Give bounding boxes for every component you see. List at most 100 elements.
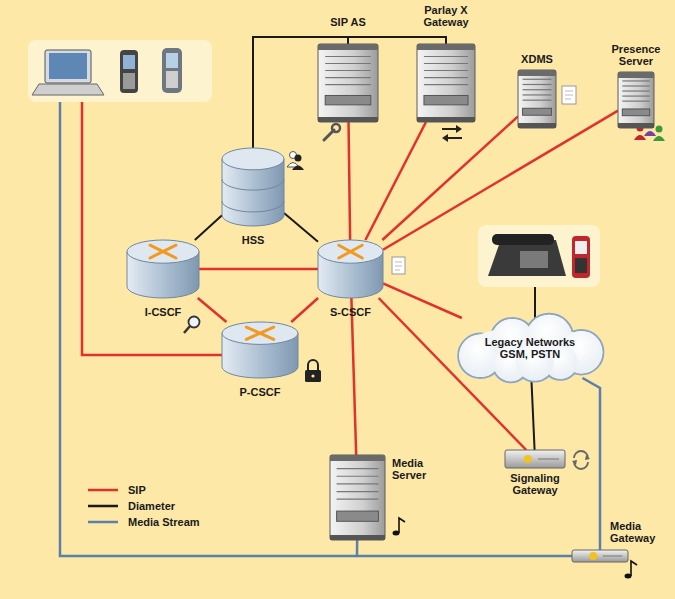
device-shape	[505, 450, 565, 468]
server-shape	[518, 123, 556, 128]
server-shape	[518, 70, 556, 128]
i-cscf-router: I-CSCF	[127, 240, 199, 298]
cycle-icon	[572, 451, 590, 469]
cyl-shape	[246, 327, 273, 339]
server-shape	[417, 44, 475, 122]
legacy-phone-panel	[572, 236, 590, 278]
hss-database-outline	[222, 148, 284, 226]
magnifier-icon	[184, 326, 190, 333]
node-label: S-CSCF	[330, 306, 371, 318]
node-label: Legacy Networks GSM, PSTN	[474, 336, 586, 360]
server-shape	[325, 56, 371, 57]
legend-row: SIP	[88, 482, 200, 498]
server-shape	[518, 70, 556, 76]
device-shape	[603, 556, 623, 557]
cyl-shape	[127, 240, 199, 263]
i-cscf-router-outline	[127, 240, 199, 298]
server-shape	[325, 77, 371, 78]
label-holder: I-CSCF	[127, 302, 199, 320]
device-shape	[524, 455, 532, 463]
server-shape	[618, 123, 654, 128]
magnifier-icon	[184, 317, 200, 334]
label-holder: XDMS	[512, 49, 562, 67]
media-server: Media Server	[330, 455, 385, 540]
label-holder: Media Gateway	[610, 520, 666, 546]
connector-line	[195, 215, 222, 240]
exchange-arrows-icon	[442, 128, 456, 130]
server-shape	[318, 117, 378, 122]
node-label: Presence Server	[606, 43, 666, 67]
presence-server-outline	[618, 72, 654, 128]
node-label: I-CSCF	[145, 306, 182, 318]
legacy-phone-panel	[520, 251, 548, 268]
connector-line	[198, 298, 227, 322]
legacy-phone-panel	[478, 225, 600, 287]
user-device-panel	[123, 55, 135, 69]
legend-label: Diameter	[128, 500, 175, 512]
connector-line	[199, 268, 318, 271]
device-shape	[589, 552, 597, 560]
music-note-icon	[399, 518, 405, 533]
wrench-icon	[324, 124, 340, 140]
cycle-icon	[585, 455, 590, 460]
legacy-phone-panel	[488, 240, 566, 276]
server-shape	[330, 455, 385, 461]
access-lines	[534, 287, 536, 320]
server-shape	[337, 476, 379, 477]
hss-database: HSS	[222, 148, 284, 226]
media-gateway-outline	[572, 550, 628, 562]
legend-label: SIP	[128, 484, 146, 496]
node-label: Parlay X Gateway	[414, 4, 478, 28]
server-shape	[618, 72, 654, 78]
user-device-panel	[28, 40, 212, 102]
server-shape	[318, 44, 378, 50]
s-cscf-router-outline	[318, 240, 383, 298]
cyl-shape	[318, 240, 383, 263]
user-device-panel	[32, 84, 104, 95]
presence-server: Presence Server	[618, 72, 654, 128]
server-shape	[618, 72, 654, 128]
label-holder: Parlay X Gateway	[414, 4, 478, 30]
connector-line	[583, 378, 601, 550]
legend-line-sample	[88, 501, 120, 511]
device-shape	[572, 550, 628, 562]
server-shape	[325, 95, 371, 104]
legend-row: Diameter	[88, 498, 200, 514]
exchange-arrows-icon	[442, 125, 462, 142]
label-holder: Signaling Gateway	[499, 472, 571, 498]
user-device-panel	[162, 48, 182, 93]
user-device-panel	[166, 53, 178, 68]
server-shape	[424, 77, 468, 78]
legacy-phone-panel	[575, 258, 587, 273]
server-shape	[337, 499, 379, 500]
server-shape	[523, 94, 552, 95]
xdms-server: XDMS	[518, 70, 556, 128]
cycle-icon	[572, 460, 577, 465]
user-profile-icon	[295, 155, 302, 162]
server-shape	[622, 85, 649, 86]
cyl-shape	[339, 245, 362, 258]
db-shape	[222, 179, 284, 190]
user-device-panel	[28, 40, 212, 102]
user-device-panel	[123, 73, 135, 89]
magnifier-icon	[189, 317, 200, 328]
server-shape	[330, 455, 385, 540]
connector-line	[365, 122, 426, 240]
document-icon	[565, 91, 573, 99]
user-profile-icon	[287, 152, 304, 171]
legend-line	[88, 489, 118, 492]
db-shape	[222, 148, 284, 170]
document-icon	[392, 257, 405, 274]
lock-icon	[308, 360, 318, 370]
p-cscf-router-outline	[222, 322, 298, 378]
music-note-icon	[631, 561, 637, 576]
parlay-x-gateway: Parlay X Gateway	[417, 44, 475, 122]
access-lines	[60, 102, 535, 556]
server-shape	[523, 89, 552, 90]
legend-line	[88, 521, 118, 524]
server-shape	[518, 70, 556, 128]
legacy-phone-panel	[478, 225, 600, 287]
cyl-shape	[127, 240, 199, 298]
access-lines	[60, 102, 357, 556]
people-icon	[653, 136, 665, 141]
